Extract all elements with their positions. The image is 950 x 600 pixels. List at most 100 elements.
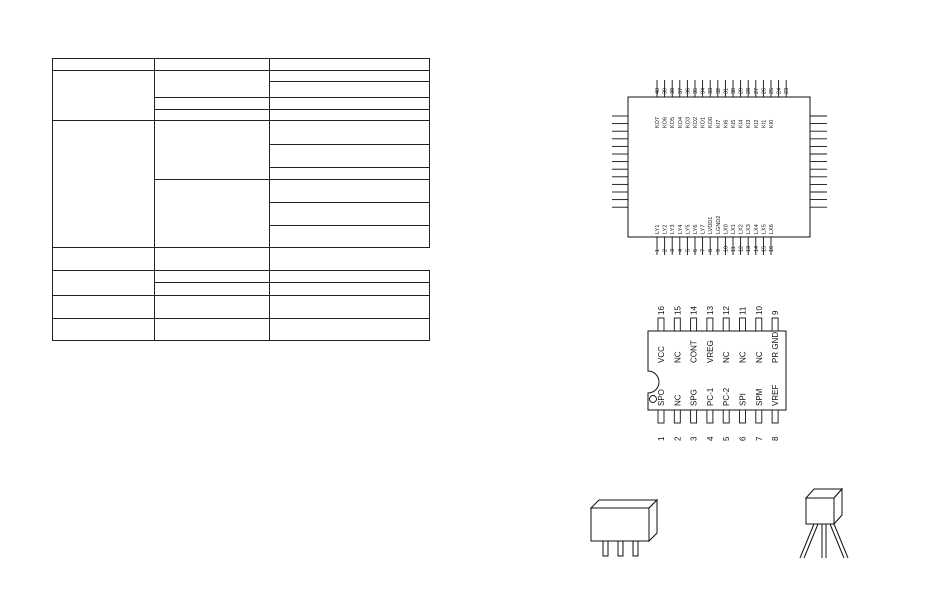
pin-number: 14 <box>690 306 699 315</box>
pin-label: LY7 <box>701 225 707 234</box>
spec-table <box>52 58 430 341</box>
pin-label: KO4 <box>678 117 684 128</box>
dip-pin <box>722 317 730 332</box>
qfp-right-pins <box>810 115 827 208</box>
pin-number: 10 <box>755 306 764 315</box>
pin-label: KI3 <box>746 120 752 128</box>
dip-pin <box>690 317 698 332</box>
dip-pin <box>673 317 681 332</box>
pin-number: 2 <box>673 436 682 441</box>
pin-number: 5 <box>722 436 731 441</box>
package-side-face <box>648 498 658 543</box>
qfp-bottom-pins: 1LY12LY23LY34LY45LY56LY67LY78LVDD19LGND2… <box>655 216 775 255</box>
pin-number: 26 <box>761 88 767 94</box>
pin-number: 16 <box>657 306 666 315</box>
package-lead <box>617 540 624 557</box>
pin-label: SPG <box>690 389 699 406</box>
dip-pin <box>755 409 763 424</box>
pin-number: 12 <box>739 246 745 252</box>
pin-label: KO2 <box>693 117 699 128</box>
pin-number: 6 <box>739 436 748 441</box>
pin-label: NC <box>673 394 682 406</box>
table-row <box>52 120 430 248</box>
pin-label: LX3 <box>746 224 752 234</box>
table-cell <box>52 70 155 121</box>
pin-label: KO7 <box>655 117 661 128</box>
pin-number: 4 <box>706 436 715 441</box>
pin-label: SPM <box>755 388 764 406</box>
package-front-face <box>805 497 835 525</box>
dip-pin <box>673 409 681 424</box>
package-lead <box>602 540 609 557</box>
pin-label: KO3 <box>685 117 691 128</box>
dip-pin <box>739 409 746 424</box>
pin-label: KO0 <box>708 117 714 128</box>
pin-number: 32 <box>716 88 722 94</box>
table-cell <box>269 225 430 248</box>
pin-number: 29 <box>739 88 745 94</box>
pin-label: VREF <box>771 385 780 406</box>
dip-pin <box>657 317 665 332</box>
pin-number: 36 <box>685 88 691 94</box>
dip-pin <box>706 317 714 332</box>
pin-label: VREG <box>706 340 715 363</box>
pin-number: 11 <box>731 246 737 252</box>
pin-label: NC <box>739 351 748 363</box>
pin-number: 13 <box>746 246 752 252</box>
pin-label: LY4 <box>678 225 684 234</box>
pin-label: KO6 <box>663 117 669 128</box>
pin-number: 14 <box>754 246 760 252</box>
table-row <box>52 270 430 296</box>
table-cell <box>52 120 155 248</box>
pin-label: KI0 <box>769 120 775 128</box>
pin-label: KO1 <box>701 117 707 128</box>
table-row <box>52 295 430 319</box>
pin-number: 1 <box>657 436 666 441</box>
pin-number: 3 <box>690 436 699 441</box>
dip-chip-body <box>647 330 787 411</box>
pin-label: KI2 <box>754 120 760 128</box>
pin-label: PC-2 <box>722 387 731 406</box>
dip-pin <box>690 409 698 424</box>
pin-number: 3 <box>670 249 676 252</box>
pin-label: LX2 <box>739 224 745 234</box>
pin-label: LY3 <box>670 225 676 234</box>
pin-label: LX0 <box>723 224 729 234</box>
qfp-top-pins: 40KO739KO638KO537KO436KO335KO234KO133KO0… <box>655 80 790 128</box>
pin-number: 4 <box>678 249 684 252</box>
three-pin-flat-package <box>589 498 659 557</box>
pin-number: 31 <box>723 88 729 94</box>
package-lead <box>803 523 819 559</box>
pin-label: VCC <box>657 346 666 363</box>
pin-label: CONT <box>690 340 699 363</box>
pin-number: 16 <box>769 246 775 252</box>
pin-number: 28 <box>746 88 752 94</box>
pin-label: PR GND <box>771 332 780 363</box>
pin-label: LVDD1 <box>708 217 714 234</box>
pin-label: PC-1 <box>706 387 715 406</box>
pin-number: 37 <box>678 88 684 94</box>
pin-number: 38 <box>670 88 676 94</box>
pin-label: LY5 <box>685 225 691 234</box>
dip-pin <box>706 409 714 424</box>
table-cell <box>154 179 270 248</box>
pin-label: NC <box>722 351 731 363</box>
pin-number: 23 <box>784 88 790 94</box>
pin-label: SPI <box>739 393 748 406</box>
pin-number: 24 <box>777 88 783 94</box>
package-lead <box>799 523 815 559</box>
pin-label: LX1 <box>731 224 737 234</box>
package-lead <box>833 523 849 559</box>
pin-number: 35 <box>693 88 699 94</box>
package-lead <box>632 540 639 557</box>
dip-pin <box>771 317 779 332</box>
pin-label: KI4 <box>739 120 745 128</box>
pin-number: 7 <box>755 436 764 441</box>
pin-number: 5 <box>685 249 691 252</box>
pin-number: 10 <box>723 246 729 252</box>
pin-number: 15 <box>673 306 682 315</box>
pin-number: 1 <box>655 249 661 252</box>
